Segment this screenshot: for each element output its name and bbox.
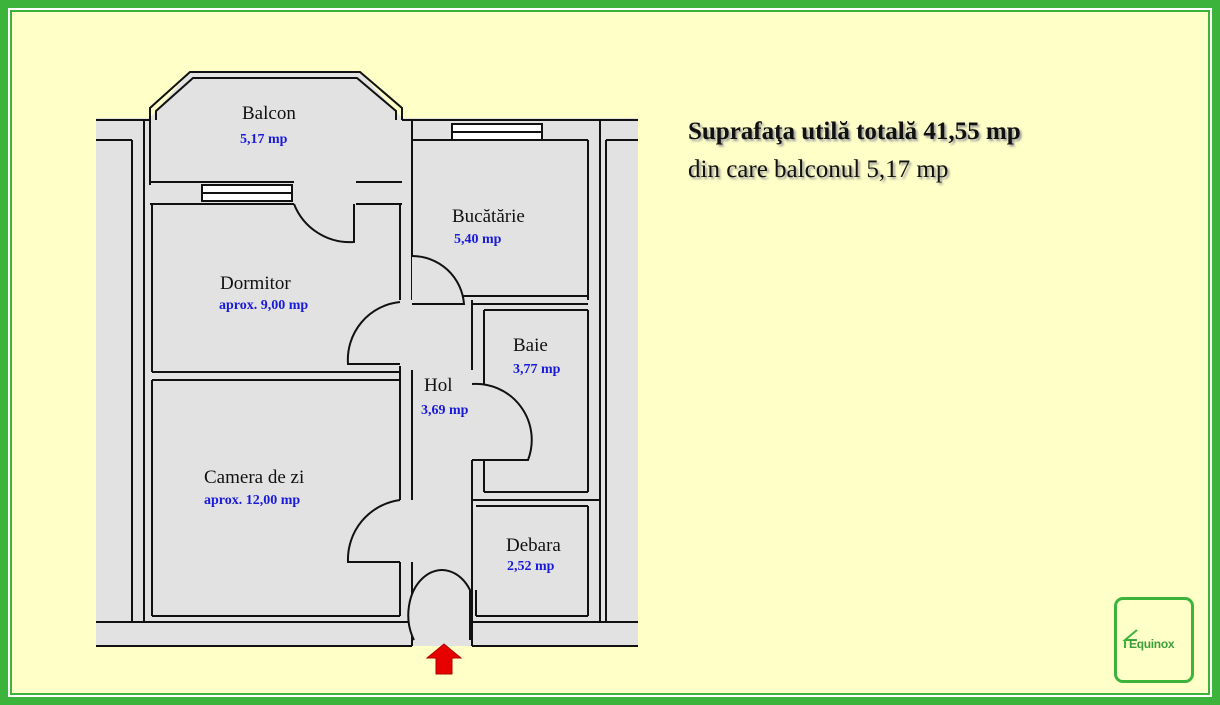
room-area-storage: 2,52 mp bbox=[507, 559, 555, 574]
logo-text: Equinox bbox=[1129, 637, 1175, 651]
room-name-bathroom: Baie bbox=[513, 335, 548, 356]
equinox-logo: Equinox bbox=[1114, 597, 1194, 683]
room-area-bathroom: 3,77 mp bbox=[513, 362, 561, 377]
logo-swoosh-icon bbox=[1122, 629, 1138, 648]
room-area-bedroom: aprox. 9,00 mp bbox=[219, 298, 309, 313]
total-area-heading: Suprafaţa utilă totală 41,55 mp bbox=[688, 118, 1021, 145]
up-arrow-icon bbox=[425, 643, 463, 675]
door-swings bbox=[293, 203, 533, 641]
room-name-hall: Hol bbox=[424, 375, 453, 396]
room-area-living-room: aprox. 12,00 mp bbox=[204, 493, 301, 508]
room-name-storage: Debara bbox=[506, 535, 561, 556]
room-area-balcony: 5,17 mp bbox=[240, 132, 288, 147]
room-name-kitchen: Bucătărie bbox=[452, 206, 525, 227]
balcony-area-subheading: din care balconul 5,17 mp bbox=[688, 156, 949, 183]
room-area-kitchen: 5,40 mp bbox=[454, 232, 502, 247]
walls bbox=[96, 71, 638, 647]
room-name-living-room: Camera de zi bbox=[204, 467, 305, 488]
room-name-bedroom: Dormitor bbox=[220, 273, 291, 294]
room-name-balcony: Balcon bbox=[242, 103, 296, 124]
room-area-hall: 3,69 mp bbox=[421, 403, 469, 418]
